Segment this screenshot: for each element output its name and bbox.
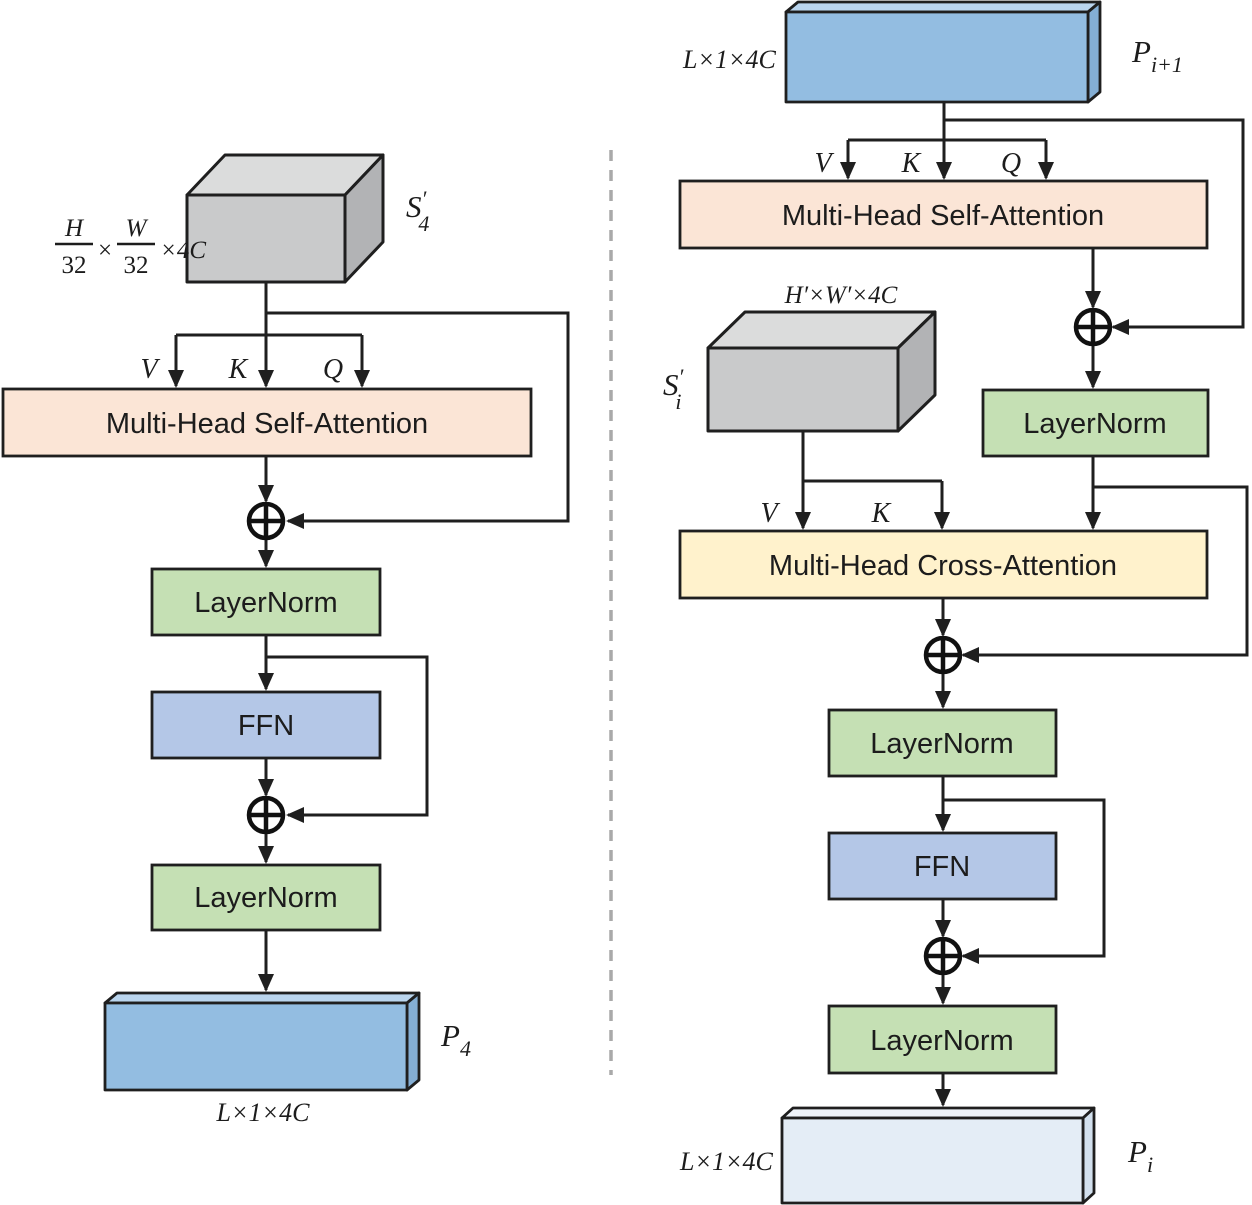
- right-layernorm1-box: [981, 388, 1210, 458]
- si-cube-front-face: [706, 346, 900, 433]
- dim-denominator-32: 32: [62, 252, 87, 279]
- left-ffn-box: [150, 690, 382, 760]
- right-cross-v-label: V: [760, 498, 780, 529]
- right-q-label: Q: [1001, 148, 1021, 179]
- right-cross-attention-residual-connector: [961, 485, 1249, 663]
- right-self-attention-box: [678, 179, 1209, 250]
- right-add-circle-3: [923, 936, 963, 976]
- left-layernorm2-label: LayerNorm: [194, 882, 337, 914]
- pi1-slab-front-face: [784, 10, 1090, 104]
- pi1-slab-label: Pi+1: [1131, 34, 1183, 77]
- right-attention-residual-connector: [944, 118, 1245, 335]
- left-self-attention-label: Multi-Head Self-Attention: [106, 408, 428, 440]
- p4-slab-top-face: [103, 991, 421, 1005]
- right-layernorm2-box: [827, 708, 1058, 778]
- p4-slab-side-face: [405, 991, 421, 1092]
- right-input-slab-pi1: [784, 0, 1102, 104]
- pi1-slab-dims-label: L×1×4C: [682, 45, 777, 74]
- si-cube-top-face: [706, 310, 937, 350]
- p4-slab-label: P4: [440, 1018, 471, 1061]
- right-cross-attention-label: Multi-Head Cross-Attention: [769, 550, 1117, 582]
- right-ffn-residual-connector: [943, 798, 1106, 964]
- right-ffn-label: FFN: [914, 851, 970, 883]
- left-layernorm2-box: [150, 863, 382, 932]
- left-ffn-label: FFN: [238, 710, 294, 742]
- p4-slab-front-face: [103, 1001, 409, 1092]
- left-self-attention-box: [1, 387, 533, 458]
- left-layernorm1-box: [150, 567, 382, 637]
- dim-numerator-h: H: [64, 215, 85, 242]
- dim-times-4c: ×4C: [160, 237, 206, 264]
- right-cross-attention-box: [678, 529, 1209, 600]
- pi-slab-label: Pi: [1127, 1134, 1153, 1177]
- right-add-circle-2: [923, 635, 963, 675]
- left-add-circle-2: [246, 795, 286, 835]
- si-cube-label: S′i: [663, 364, 685, 414]
- pi1-slab-top-face: [784, 0, 1102, 14]
- right-self-attention-label: Multi-Head Self-Attention: [782, 200, 1104, 232]
- right-output-slab-pi: [780, 1106, 1096, 1205]
- pi1-slab-side-face: [1086, 0, 1102, 104]
- left-input-cube-s4: [185, 153, 385, 284]
- right-layernorm3-label: LayerNorm: [870, 1025, 1013, 1057]
- right-layernorm1-label: LayerNorm: [1023, 408, 1166, 440]
- dim-times-sign: ×: [98, 237, 112, 264]
- right-add-circle-1: [1073, 307, 1113, 347]
- right-connectors: [795, 102, 1249, 1107]
- p4-slab-dims-label: L×1×4C: [216, 1098, 311, 1127]
- left-output-slab-p4: [103, 991, 421, 1092]
- pi-slab-side-face: [1081, 1106, 1096, 1205]
- left-add-circle-1: [246, 501, 286, 541]
- right-cross-k-label: K: [871, 498, 892, 529]
- pi-slab-dims-label: L×1×4C: [679, 1147, 774, 1176]
- left-q-label: Q: [323, 354, 343, 385]
- s4-cube-front-face: [185, 193, 347, 284]
- s4-cube-dimension-label: H 32 × W 32 ×4C: [55, 215, 206, 279]
- left-attention-residual-connector: [266, 311, 570, 529]
- left-ffn-residual-connector: [266, 655, 429, 823]
- s4-cube-label: S′4: [406, 186, 429, 236]
- dim-denominator-32: 32: [124, 252, 149, 279]
- right-layernorm3-box: [827, 1004, 1058, 1075]
- left-k-label: K: [228, 354, 249, 385]
- right-layernorm2-label: LayerNorm: [870, 728, 1013, 760]
- si-cube-dimension-label: H′×W′×4C: [784, 282, 898, 309]
- right-input-cube-si: [706, 310, 937, 433]
- pi-slab-front-face: [780, 1116, 1085, 1205]
- pi-slab-top-face: [780, 1106, 1096, 1120]
- left-connectors: [168, 282, 570, 992]
- right-k-label: K: [901, 148, 922, 179]
- left-v-label: V: [140, 354, 160, 385]
- dim-numerator-w: W: [126, 215, 149, 242]
- right-v-label: V: [814, 148, 834, 179]
- left-layernorm1-label: LayerNorm: [194, 587, 337, 619]
- right-ffn-box: [827, 831, 1058, 901]
